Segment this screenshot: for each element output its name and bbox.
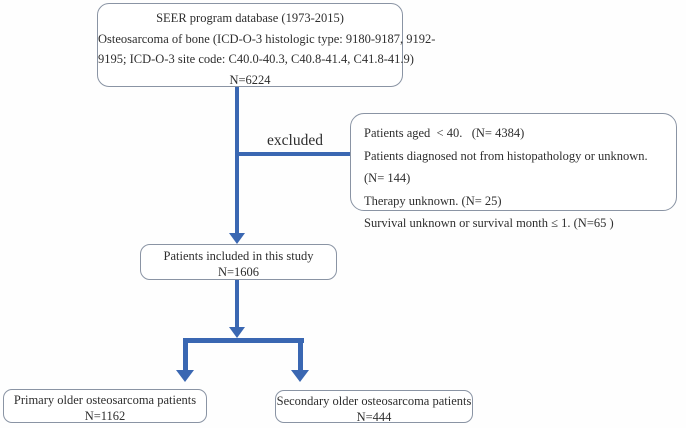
secondary-box-count: N=444	[356, 410, 392, 424]
arrow-line-seer-to-included	[235, 87, 239, 233]
arrow-line-to-primary	[183, 338, 188, 371]
seer-database-box: SEER program database (1973-2015) Osteos…	[97, 3, 436, 87]
exclusion-item: Therapy unknown. (N= 25)	[364, 193, 502, 208]
arrow-down-icon	[229, 233, 245, 244]
split-bar-line	[183, 338, 304, 343]
included-box-line: Patients included in this study	[163, 249, 314, 263]
arrow-down-icon	[291, 370, 309, 382]
arrow-line-included-to-split	[235, 280, 239, 327]
exclusion-criteria-box: Patients aged < 40. (N= 4384) Patients d…	[350, 113, 677, 230]
seer-box-count: N=6224	[229, 72, 271, 87]
seer-box-line: 9195; ICD-O-3 site code: C40.0-40.3, C40…	[98, 52, 414, 66]
seer-box-line: Osteosarcoma of bone (ICD-O-3 histologic…	[98, 31, 436, 46]
primary-patients-box: Primary older osteosarcoma patients N=11…	[3, 389, 207, 423]
excluded-label: excluded	[267, 132, 323, 149]
arrow-down-icon	[176, 370, 194, 382]
secondary-box-line: Secondary older osteosarcoma patients	[276, 394, 472, 408]
included-patients-box: Patients included in this study N=1606	[140, 244, 337, 280]
exclusion-item: Patients diagnosed not from histopatholo…	[364, 148, 658, 186]
secondary-patients-box: Secondary older osteosarcoma patients N=…	[275, 390, 473, 424]
arrow-line-to-secondary	[298, 338, 303, 371]
arrow-line-to-excluded	[235, 152, 350, 156]
seer-box-line: SEER program database (1973-2015)	[156, 11, 344, 25]
exclusion-item: Survival unknown or survival month ≤ 1. …	[364, 216, 614, 230]
exclusion-item: Patients aged < 40. (N= 4384)	[364, 126, 525, 140]
included-box-count: N=1606	[217, 265, 260, 279]
arrow-down-icon	[229, 327, 245, 338]
primary-box-count: N=1162	[84, 409, 126, 423]
primary-box-line: Primary older osteosarcoma patients	[13, 393, 197, 407]
